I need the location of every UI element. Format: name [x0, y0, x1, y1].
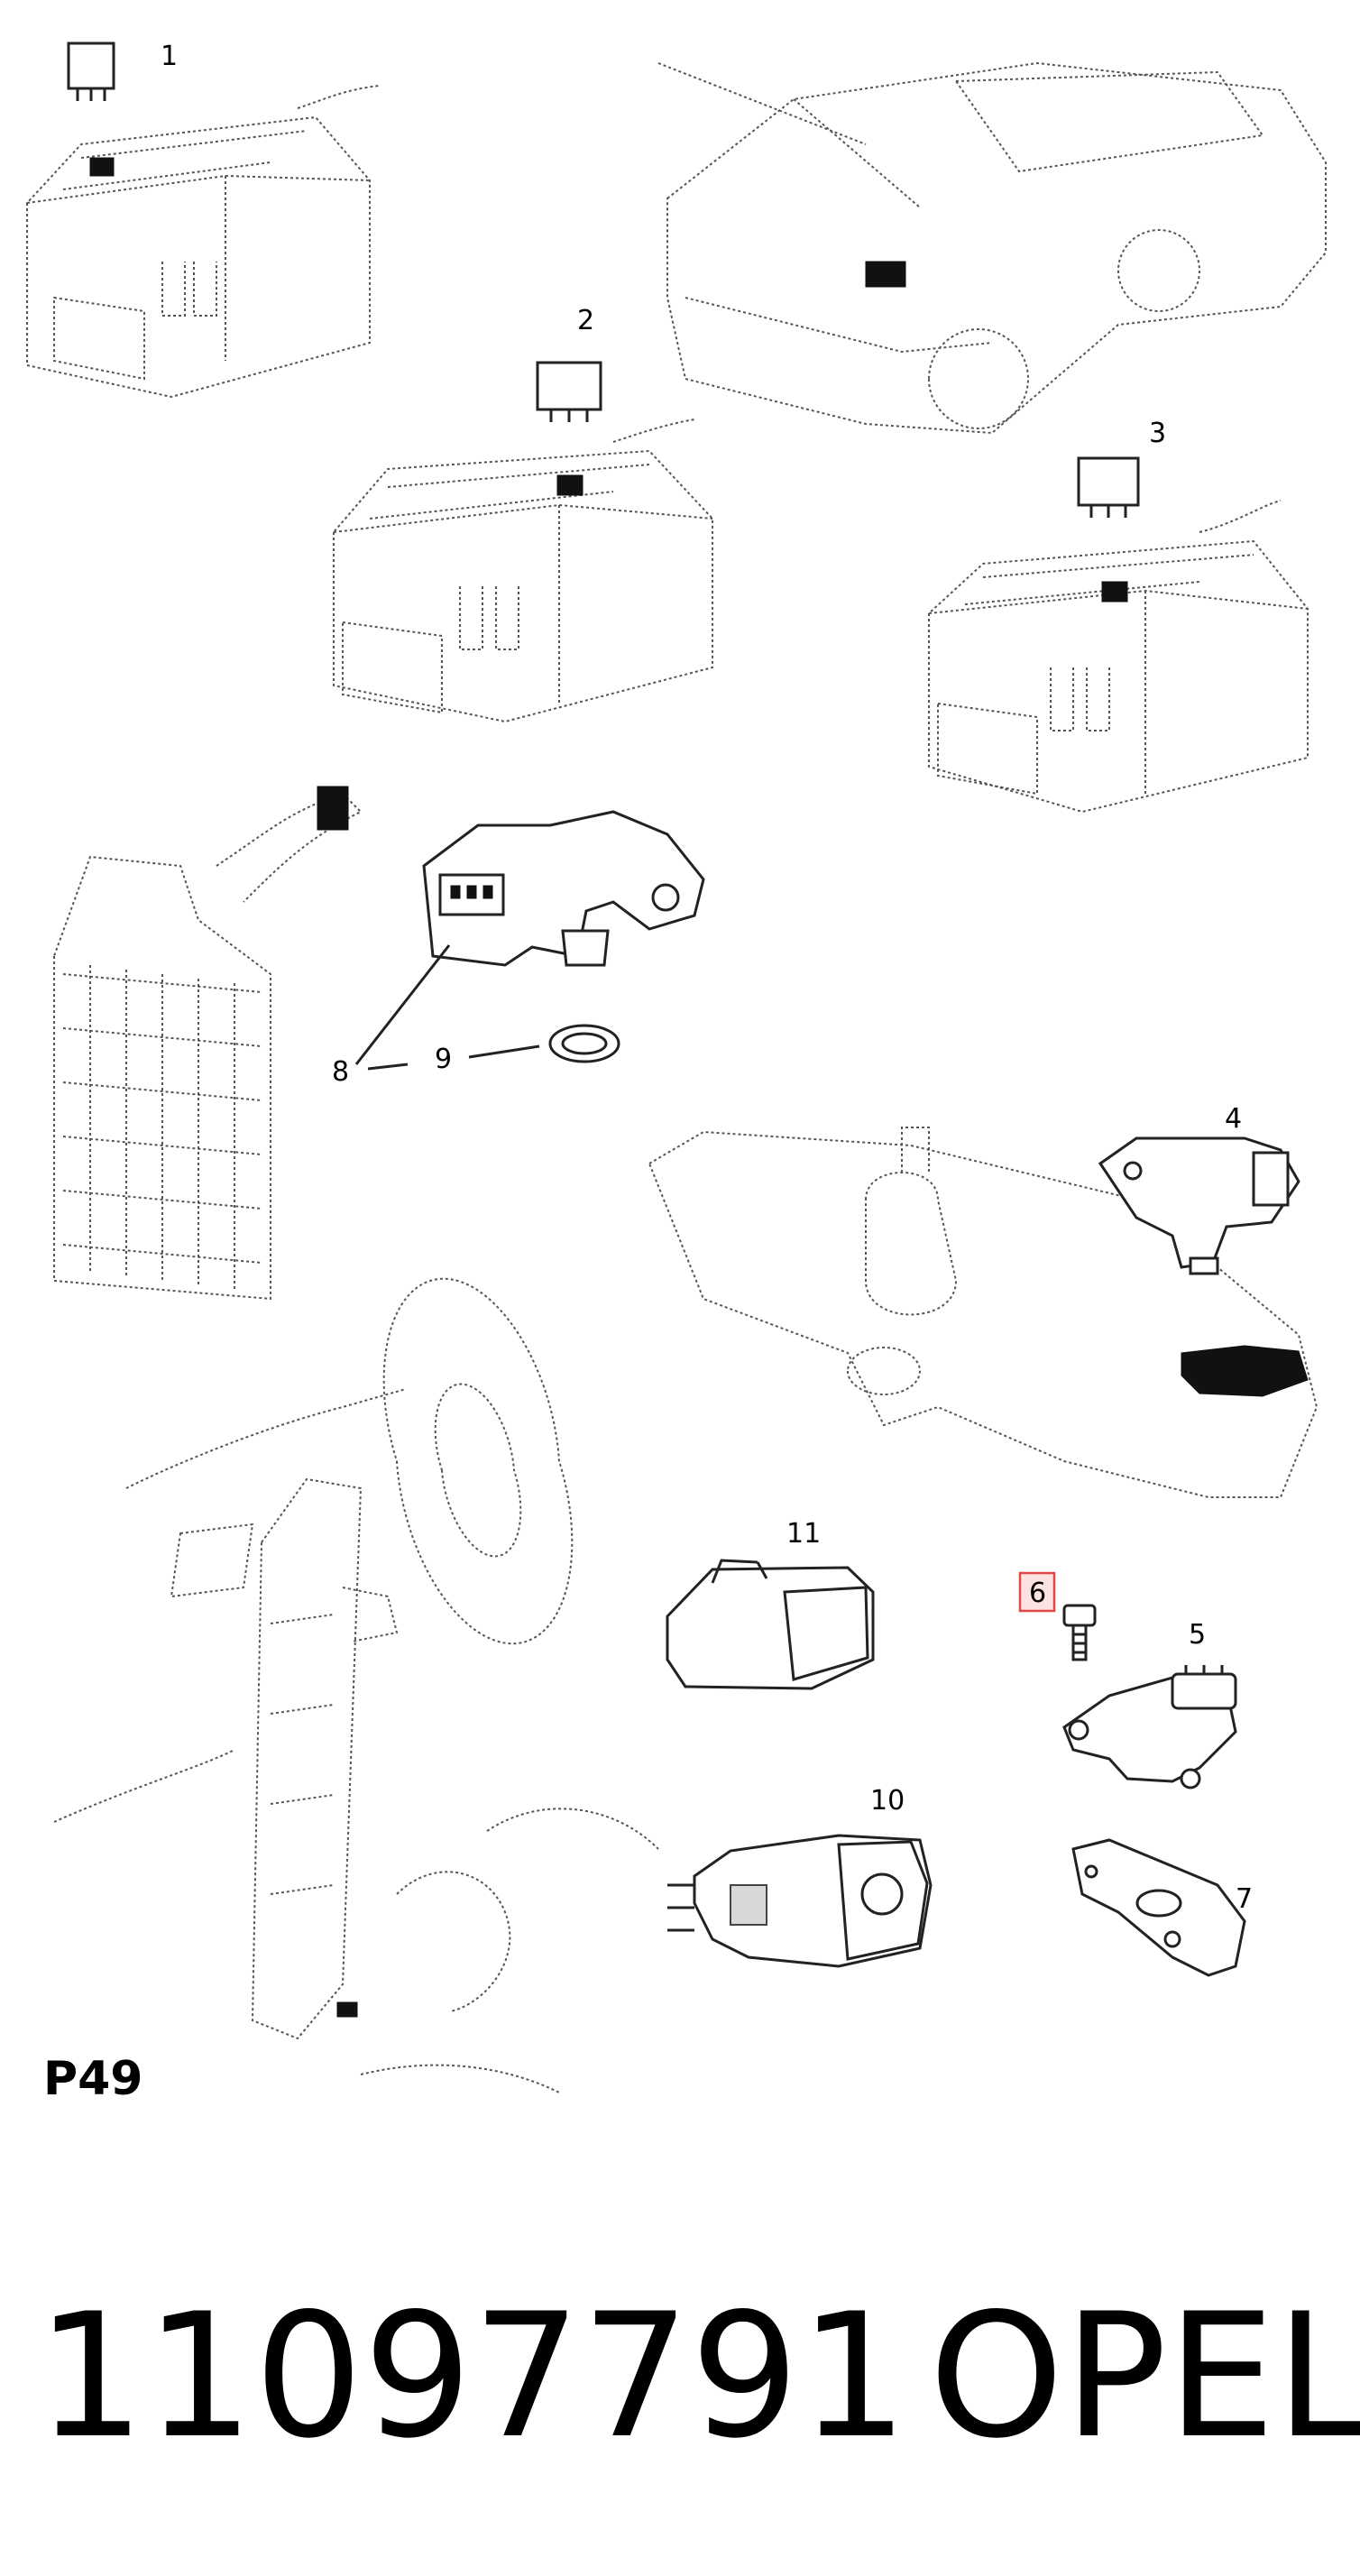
switch-11-illustration — [666, 1559, 875, 1690]
intake-manifold-illustration — [648, 1127, 1319, 1498]
callout-8: 8 — [332, 1056, 349, 1088]
relay-2-illustration — [536, 361, 602, 422]
leader-line-8-9 — [367, 1044, 540, 1071]
callout-5: 5 — [1189, 1619, 1206, 1651]
callout-10: 10 — [870, 1785, 905, 1817]
part-number: 11097791 — [36, 2277, 908, 2476]
page-label: P49 — [43, 2052, 142, 2106]
callout-7: 7 — [1236, 1883, 1253, 1915]
relay-1-illustration — [67, 41, 115, 101]
dashboard-interior-illustration — [53, 1277, 659, 2093]
switch-10-illustration — [667, 1834, 933, 1968]
callout-4: 4 — [1225, 1103, 1242, 1135]
fuse-box-3-illustration — [928, 500, 1309, 814]
callout-6-highlight-box — [1018, 1571, 1056, 1613]
callout-1: 1 — [161, 41, 178, 72]
callout-9: 9 — [435, 1044, 452, 1075]
bracket-7-illustration — [1071, 1838, 1246, 1977]
callout-2: 2 — [577, 305, 594, 336]
callout-11: 11 — [786, 1518, 821, 1550]
fuse-box-1-illustration — [26, 85, 380, 399]
brand-name: OPEL — [929, 2277, 1360, 2476]
relay-3-illustration — [1077, 456, 1140, 518]
pressure-sensor-4-illustration — [1098, 1136, 1300, 1275]
fuse-box-2-illustration — [333, 419, 713, 723]
bolt-6-illustration — [1062, 1604, 1097, 1661]
sensor-5-illustration — [1062, 1665, 1237, 1789]
car-illustration — [657, 61, 1327, 435]
callout-6[interactable]: 6 — [1029, 1578, 1046, 1609]
o-ring-9-illustration — [548, 1024, 620, 1063]
pressure-sensor-8-illustration — [422, 810, 705, 967]
callout-3: 3 — [1149, 418, 1166, 449]
intercooler-illustration — [53, 786, 363, 1301]
leader-line-8 — [354, 944, 451, 1065]
